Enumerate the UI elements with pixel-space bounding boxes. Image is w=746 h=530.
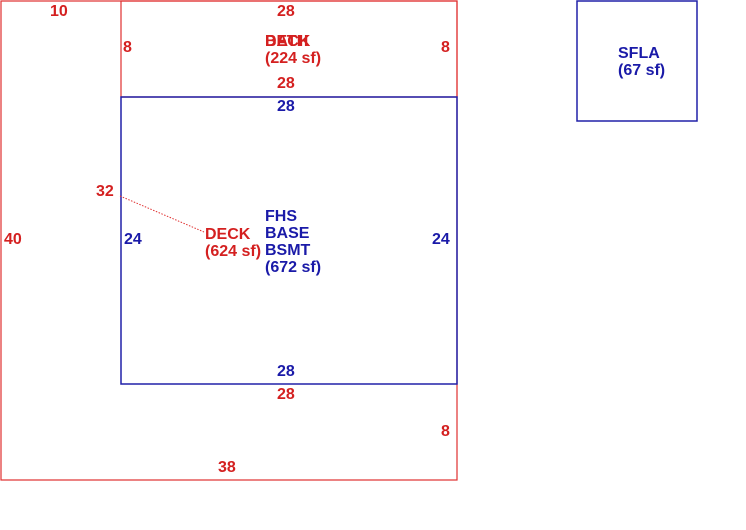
deck-large-label: DECK (624 sf) bbox=[205, 226, 261, 260]
dim-deck-top-bottom: 28 bbox=[277, 75, 295, 92]
dim-deck-top-top: 28 bbox=[277, 3, 295, 20]
dim-base-bottom: 28 bbox=[277, 363, 295, 380]
dim-deck-top-left: 10 bbox=[50, 3, 68, 20]
sfla-area: (67 sf) bbox=[618, 62, 666, 79]
base-line-fhs: FHS bbox=[265, 208, 297, 225]
deck-large-area: (624 sf) bbox=[205, 243, 262, 260]
dim-base-left: 24 bbox=[124, 231, 142, 248]
base-outline bbox=[120, 96, 458, 385]
base-line-base: BASE bbox=[265, 225, 310, 242]
base-line-bsmt: BSMT bbox=[265, 242, 311, 259]
dim-deck-top-right: 8 bbox=[441, 39, 450, 56]
deck-large-name: DECK bbox=[205, 226, 251, 243]
deck-top-name-overlap-b: DECK bbox=[265, 33, 311, 50]
deck-top-name-overlap-a: BATH bbox=[265, 33, 309, 50]
dim-base-top: 28 bbox=[277, 98, 295, 115]
base-area: (672 sf) bbox=[265, 259, 322, 276]
dim-deck-right-lower: 8 bbox=[441, 423, 450, 440]
sfla-outline bbox=[576, 0, 698, 122]
dim-deck-inner-bottom: 28 bbox=[277, 386, 295, 403]
dim-deck-diagonal: 32 bbox=[96, 183, 114, 200]
sfla-label: SFLA (67 sf) bbox=[618, 45, 665, 79]
dim-deck-top-left: 8 bbox=[123, 39, 132, 56]
base-label: FHS BASE BSMT (672 sf) bbox=[265, 208, 321, 276]
deck-leader-line bbox=[119, 195, 205, 233]
dim-base-right: 24 bbox=[432, 231, 450, 248]
dim-deck-left: 40 bbox=[4, 231, 22, 248]
dim-deck-bottom: 38 bbox=[218, 459, 236, 476]
deck-top-area: (224 sf) bbox=[265, 50, 322, 67]
sfla-name: SFLA bbox=[618, 45, 660, 62]
